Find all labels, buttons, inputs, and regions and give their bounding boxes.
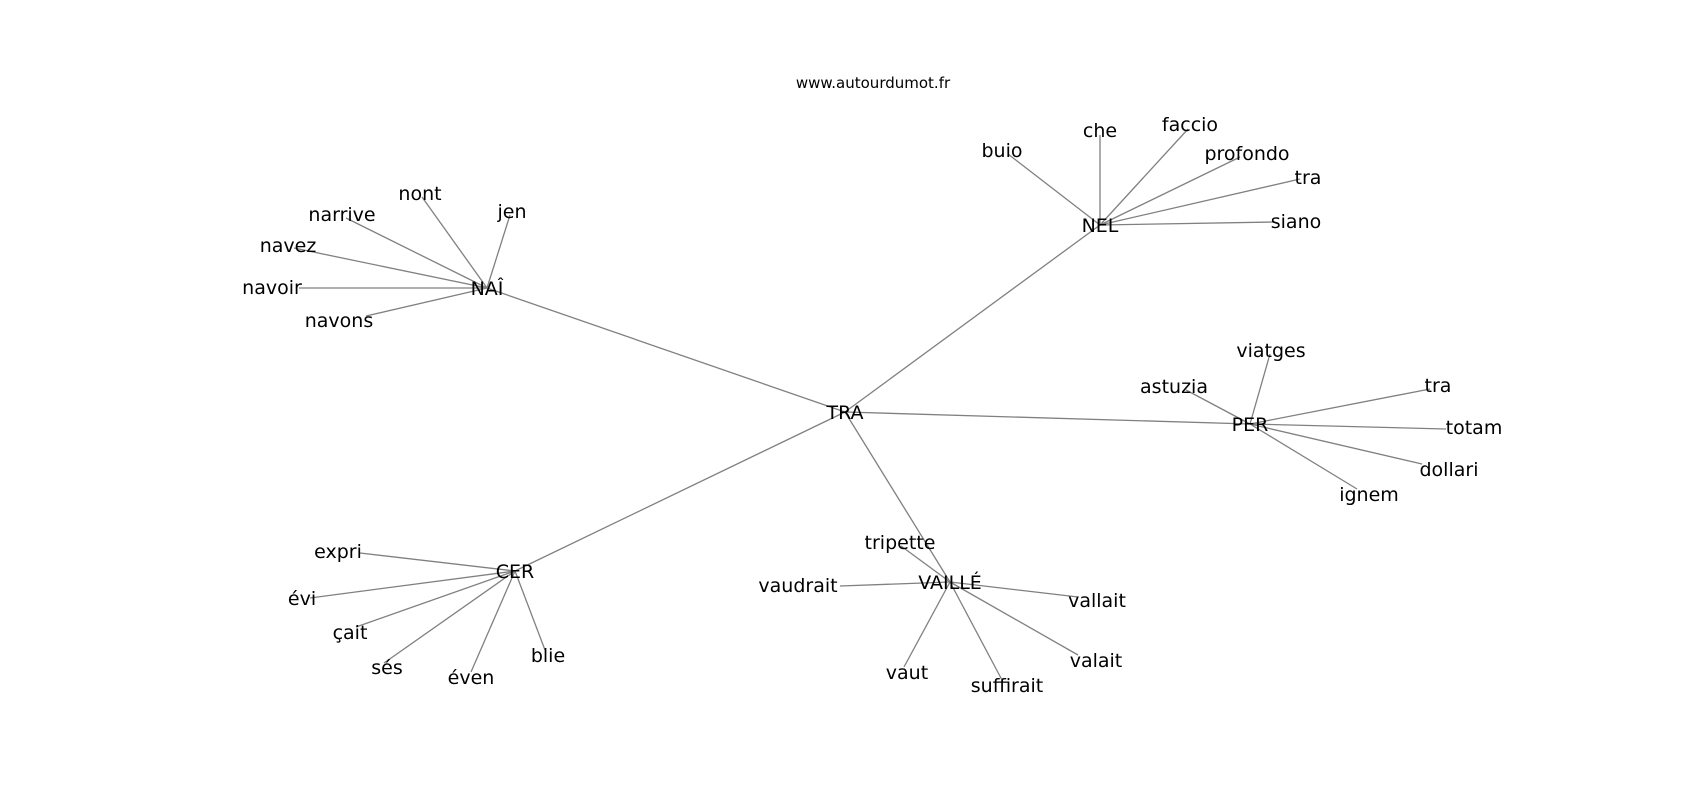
edge-nai-to-nont	[421, 196, 488, 289]
edge-cer-to-expri	[359, 552, 516, 572]
edge-cer-to-evi	[309, 570, 516, 599]
edge-center-to-per	[844, 411, 1251, 425]
edge-cer-to-blie	[514, 570, 546, 651]
edge-cer-to-even	[470, 570, 516, 673]
edge-vaille-to-tripette	[900, 545, 951, 583]
node-word-astuzia: astuzia	[1140, 376, 1208, 398]
edge-center-to-nai	[486, 287, 846, 413]
edge-cer-to-cait	[355, 570, 516, 628]
edge-cer-to-ses	[383, 570, 516, 664]
node-word-buio: buio	[981, 140, 1022, 162]
edge-nel-to-faccio	[1099, 128, 1189, 226]
node-word-dollari: dollari	[1420, 459, 1479, 481]
node-center-tra: TRA	[825, 402, 863, 424]
edge-nai-to-navons	[365, 287, 488, 317]
edge-per-to-dollari	[1249, 423, 1423, 465]
node-hub-vaille: VAILLÉ	[918, 571, 982, 594]
edge-per-to-ignem	[1249, 423, 1358, 490]
node-word-ses: sés	[371, 657, 403, 679]
edge-nel-to-buio	[1007, 153, 1101, 226]
node-word-cait: çait	[333, 622, 368, 644]
node-word-che: che	[1083, 120, 1117, 142]
node-word-viatges: viatges	[1236, 340, 1305, 362]
node-word-blie: blie	[531, 645, 565, 667]
node-word-tripette: tripette	[865, 532, 936, 554]
edge-vaille-to-vallait	[949, 581, 1079, 598]
node-word-navons: navons	[305, 310, 374, 332]
node-hub-per: PER	[1232, 414, 1269, 436]
node-word-nont: nont	[398, 183, 441, 205]
edge-per-to-viatges	[1249, 353, 1271, 425]
edge-nel-to-profondo	[1099, 156, 1241, 226]
site-watermark: www.autourdumot.fr	[796, 74, 951, 92]
node-word-even: éven	[448, 667, 495, 689]
edge-layer	[293, 128, 1447, 681]
edge-nai-to-narrive	[345, 217, 488, 289]
edge-vaille-to-suffirait	[949, 581, 1003, 681]
node-word-vaudrait: vaudrait	[758, 575, 837, 597]
edge-nel-to-tra	[1099, 178, 1301, 226]
node-word-vallait: vallait	[1068, 590, 1126, 612]
node-word-navez: navez	[260, 235, 317, 257]
node-word-expri: expri	[314, 541, 362, 563]
edge-vaille-to-valait	[949, 581, 1079, 656]
edge-per-to-tra	[1249, 388, 1431, 425]
node-word-jen: jen	[496, 201, 526, 223]
node-hub-nel: NEL	[1082, 215, 1119, 237]
edge-vaille-to-vaudrait	[839, 581, 951, 587]
node-word-navoir: navoir	[242, 277, 302, 299]
node-word-vaut: vaut	[886, 662, 928, 684]
node-word-evi: évi	[288, 588, 316, 610]
node-hub-cer: CER	[496, 561, 534, 583]
node-word-tra: tra	[1295, 167, 1322, 189]
edge-per-to-astuzia	[1185, 389, 1251, 425]
node-word-narrive: narrive	[308, 204, 375, 226]
node-word-siano: siano	[1271, 211, 1322, 233]
edge-center-to-cer	[514, 411, 846, 572]
node-word-ignem: ignem	[1339, 484, 1399, 506]
node-word-totam: totam	[1446, 417, 1503, 439]
edge-nel-to-siano	[1099, 221, 1275, 226]
node-word-valait: valait	[1070, 650, 1123, 672]
edge-center-to-nel	[844, 224, 1101, 413]
node-word-profondo: profondo	[1204, 143, 1289, 165]
edge-nai-to-jen	[486, 214, 511, 289]
node-hub-nai: NAÎ	[471, 277, 504, 300]
edge-vaille-to-vaut	[903, 581, 951, 668]
edge-center-to-vaille	[844, 411, 951, 583]
node-word-tra: tra	[1425, 375, 1452, 397]
node-word-suffirait: suffirait	[971, 675, 1044, 697]
edge-nai-to-navez	[293, 247, 488, 289]
node-word-faccio: faccio	[1162, 114, 1218, 136]
edge-per-to-totam	[1249, 423, 1447, 430]
